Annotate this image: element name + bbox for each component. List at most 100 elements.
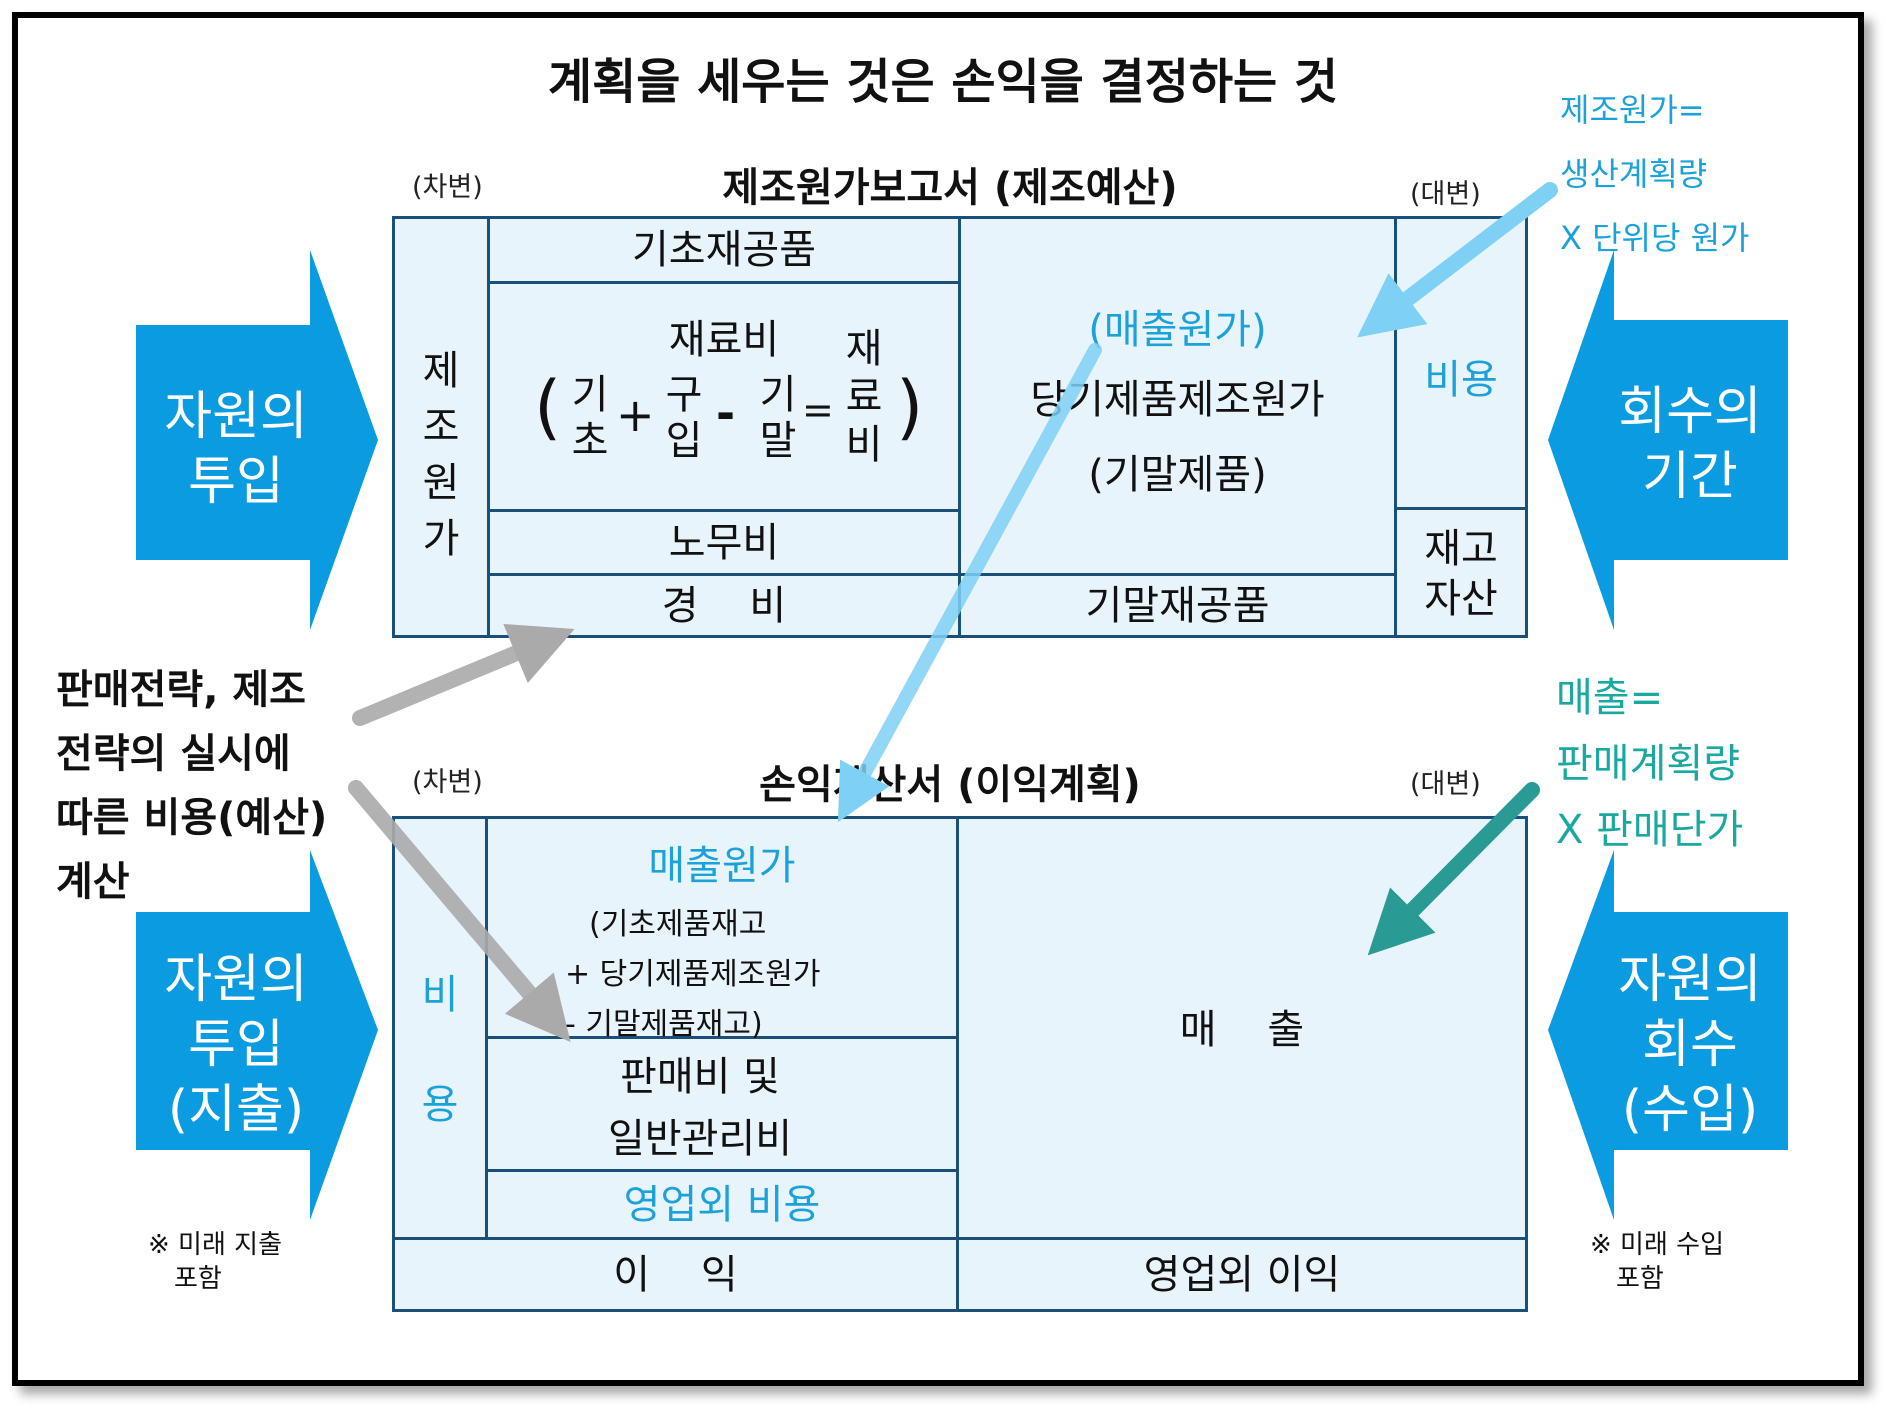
- sales-callout-line2: 판매계획량: [1556, 741, 1740, 787]
- cogs-label-top: (매출원가): [1088, 307, 1267, 353]
- top-debit-label: (차변): [412, 172, 483, 203]
- arrow-period-line1: 회수의: [1618, 382, 1762, 442]
- arrow-input-bottom-line3: (지출): [167, 1080, 305, 1140]
- formula-close-paren: ): [896, 366, 924, 448]
- arrow-recovery-line2: 회수: [1642, 1015, 1738, 1075]
- arrow-mfg-cost-to-cogs: [1357, 182, 1558, 338]
- non-op-income-label: 영업외 이익: [1143, 1251, 1341, 1298]
- top-credit-label: (대변): [1410, 179, 1481, 210]
- mfg-cost-callout: 제조원가= 생산계획량 X 단위당 원가: [1560, 78, 1749, 270]
- sales-callout: 매출= 판매계획량 X 판매단가: [1556, 665, 1743, 863]
- sales-label: 매 출: [1179, 1007, 1305, 1053]
- opening-wip-label: 기초재공품: [632, 227, 816, 273]
- expense-label: 비용: [1424, 357, 1498, 403]
- inventory-line2: 자산: [1424, 576, 1498, 622]
- note-future-expense: ※ 미래 지출 포함: [148, 1228, 282, 1296]
- cogs-detail: (기초제품재고 + 당기제품제조원가 - 기말제품재고): [565, 900, 945, 1050]
- bottom-table-heading: 손익계산서 (이익계획): [759, 762, 1141, 808]
- mfg-cost-callout-line3: X 단위당 원가: [1560, 219, 1750, 257]
- formula-ending: 기 말: [756, 368, 800, 468]
- strategy-callout: 판매전략, 제조 전략의 실시에 따른 비용(예산) 계산: [56, 658, 327, 914]
- non-op-expense-label: 영업외 비용: [623, 1181, 821, 1228]
- cogs-detail-line3: - 기말제품재고): [565, 1007, 763, 1042]
- ending-wip-label: 기말재공품: [1085, 582, 1270, 629]
- cogs-detail-line1: (기초제품재고: [589, 907, 767, 942]
- cell-labor: [487, 509, 961, 576]
- mfg-cost-callout-line2: 생산계획량: [1560, 155, 1708, 193]
- formula-purchase-1: 구: [665, 372, 703, 418]
- arrow-resource-input-bottom: [136, 850, 378, 1220]
- formula-result: 재 료 비: [842, 322, 886, 472]
- cell-non-op-income: [956, 1237, 1528, 1312]
- arrow-input-top-line2: 투입: [188, 452, 284, 512]
- ending-goods-label: (기말제품): [1088, 452, 1267, 498]
- formula-result-3: 비: [845, 422, 883, 468]
- inventory-line1: 재고: [1424, 526, 1498, 572]
- inventory-label: 재고 자산: [1394, 512, 1528, 636]
- formula-beginning-1: 기: [571, 372, 609, 418]
- mfg-left-char-2: 조: [422, 404, 460, 450]
- strategy-callout-line3: 따른 비용(예산): [56, 795, 328, 841]
- sga-label: 판매비 및 일반관리비: [485, 1048, 915, 1168]
- note-left-line2: 포함: [174, 1264, 222, 1294]
- is-left-char-2: 용: [421, 1082, 459, 1128]
- bottom-credit-label: (대변): [1410, 769, 1481, 800]
- note-right-line2: 포함: [1616, 1264, 1664, 1294]
- top-table-heading: 제조원가보고서 (제조예산): [722, 165, 1178, 211]
- formula-result-2: 료: [845, 374, 883, 420]
- arrow-input-top-text: 자원의 투입: [136, 385, 336, 515]
- arrow-resource-recovery: [1548, 850, 1788, 1220]
- formula-ending-2: 말: [759, 418, 797, 464]
- cogs-title: 매출원가: [648, 843, 796, 889]
- cell-cogm: [958, 216, 1397, 576]
- is-left-char-1: 비: [421, 972, 459, 1018]
- strategy-callout-line2: 전략의 실시에: [56, 731, 291, 777]
- strategy-callout-line1: 판매전략, 제조: [56, 667, 306, 713]
- cell-inventory: [1394, 507, 1528, 638]
- arrow-input-bottom-text: 자원의 투입 (지출): [136, 948, 336, 1143]
- formula-ending-1: 기: [759, 372, 797, 418]
- sales-callout-line3: X 판매단가: [1556, 807, 1744, 853]
- formula-result-1: 재: [845, 326, 883, 372]
- formula-beginning: 기 초: [568, 368, 612, 468]
- arrow-period-line2: 기간: [1642, 447, 1738, 507]
- formula-minus: -: [716, 386, 736, 440]
- arrow-recovery-line3: (수입): [1621, 1080, 1759, 1140]
- formula-equals: =: [802, 388, 834, 432]
- arrow-period-text: 회수의 기간: [1590, 380, 1790, 510]
- diagram-title: 계획을 세우는 것은 손익을 결정하는 것: [547, 54, 1339, 110]
- mfg-left-col: [392, 216, 490, 638]
- arrow-input-top-line1: 자원의: [164, 387, 308, 447]
- mfg-left-char-1: 제: [422, 348, 460, 394]
- cogs-detail-line2: + 당기제품제조원가: [565, 957, 821, 992]
- labor-label: 노무비: [668, 519, 780, 566]
- cell-sga: [485, 1036, 959, 1172]
- arrow-input-bottom-line2: 투입: [188, 1015, 284, 1075]
- materials-formula: ( 기 초 + 구 입 - 기 말 = 재 료 비 ): [520, 326, 940, 508]
- note-right-line1: ※ 미래 수입: [1590, 1230, 1724, 1260]
- profit-label: 이 익: [613, 1251, 738, 1298]
- note-left-line1: ※ 미래 지출: [148, 1230, 282, 1260]
- sga-line2: 일반관리비: [608, 1116, 792, 1162]
- note-future-income: ※ 미래 수입 포함: [1590, 1228, 1724, 1296]
- strategy-callout-line4: 계산: [56, 859, 130, 905]
- sga-line1: 판매비 및: [620, 1054, 780, 1100]
- formula-open-paren: (: [534, 366, 562, 448]
- arrow-cogm-to-cogs: [837, 343, 1102, 823]
- mfg-left-col-text: 제 조 원 가: [392, 340, 490, 570]
- arrow-resource-input-top: [136, 250, 378, 630]
- arrow-strategy-to-overhead: [352, 623, 575, 726]
- mfg-left-char-3: 원: [422, 460, 460, 506]
- formula-purchase-2: 입: [665, 418, 703, 464]
- cell-materials: [487, 281, 961, 512]
- arrow-recovery-period: [1548, 250, 1788, 630]
- overhead-label: 경 비: [661, 582, 787, 629]
- formula-plus: +: [616, 388, 655, 442]
- cell-profit: [392, 1237, 959, 1312]
- formula-purchase: 구 입: [662, 368, 706, 468]
- formula-beginning-2: 초: [571, 418, 609, 464]
- arrow-recovery-text: 자원의 회수 (수입): [1590, 948, 1790, 1143]
- bottom-debit-label: (차변): [412, 767, 483, 798]
